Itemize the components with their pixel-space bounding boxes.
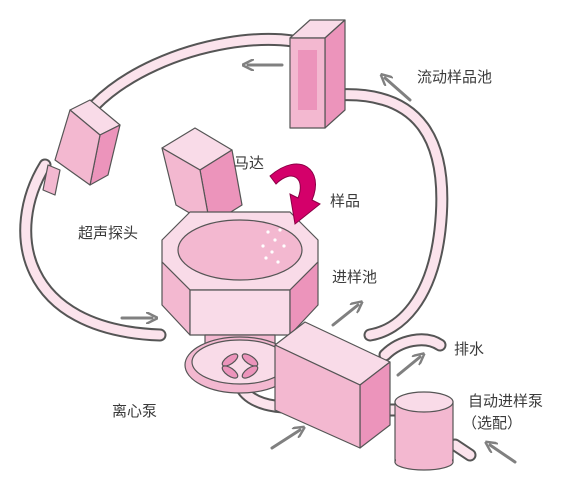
sample-feed-arrow [269,163,321,225]
impeller-icon [221,353,259,379]
label-centrifugal-pump: 离心泵 [112,402,158,420]
label-flow-cell: 流动样品池 [417,68,493,86]
flow-cell-box [289,19,346,129]
ultrasonic-probe [42,99,121,196]
label-sample-tank: 进样池 [332,268,378,286]
arrow-pump-in [270,430,300,450]
sample-tank [161,211,319,356]
label-optional: （选配） [462,414,523,432]
flow-arrows [120,65,517,464]
centrifugal-pump [184,336,296,394]
pump-housing-box [274,321,391,449]
arrow-autosampler-in [490,445,517,464]
label-ultrasonic-probe: 超声探头 [78,224,139,242]
arrow-to-flow-cell [385,78,412,102]
label-motor: 马达 [234,154,265,172]
label-autosampler-pump: 自动进样泵 [468,392,544,410]
label-drain: 排水 [454,340,485,358]
arrow-drain [396,357,420,377]
arrow-tank-out [331,305,358,327]
autosampler-cylinder [394,391,454,471]
label-sample: 样品 [330,192,361,210]
